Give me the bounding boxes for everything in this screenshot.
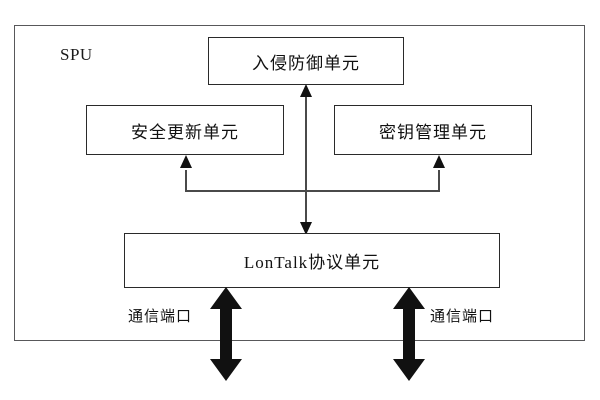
middle-bus-left-riser [185, 170, 187, 191]
box-key-management-unit[interactable]: 密钥管理单元 [334, 105, 532, 155]
middle-bus-horizontal-line [185, 190, 440, 192]
box-intrusion-prevention-unit[interactable]: 入侵防御单元 [208, 37, 404, 85]
keymgmt-arrow-up-icon [433, 155, 445, 168]
box-security-update-unit[interactable]: 安全更新单元 [86, 105, 284, 155]
communication-port-label-right: 通信端口 [430, 309, 495, 325]
box-security-update-unit-label: 安全更新单元 [131, 122, 239, 142]
box-intrusion-prevention-unit-label: 入侵防御单元 [252, 53, 360, 73]
spu-container [14, 25, 585, 341]
communication-port-arrow-right-icon [392, 287, 426, 381]
communication-port-arrow-left-icon [209, 287, 243, 381]
box-lontalk-protocol-unit-label: LonTalk协议单元 [243, 253, 381, 272]
center-arrow-up-icon [300, 84, 312, 97]
box-lontalk-protocol-unit[interactable]: LonTalk协议单元 [124, 233, 500, 288]
communication-port-label-left: 通信端口 [128, 309, 193, 325]
center-bus-line [305, 91, 307, 228]
secupdate-arrow-up-icon [180, 155, 192, 168]
middle-bus-right-riser [438, 170, 440, 191]
center-arrow-down-icon [300, 222, 312, 235]
box-key-management-unit-label: 密钥管理单元 [379, 122, 487, 142]
spu-label: SPU [60, 45, 93, 64]
